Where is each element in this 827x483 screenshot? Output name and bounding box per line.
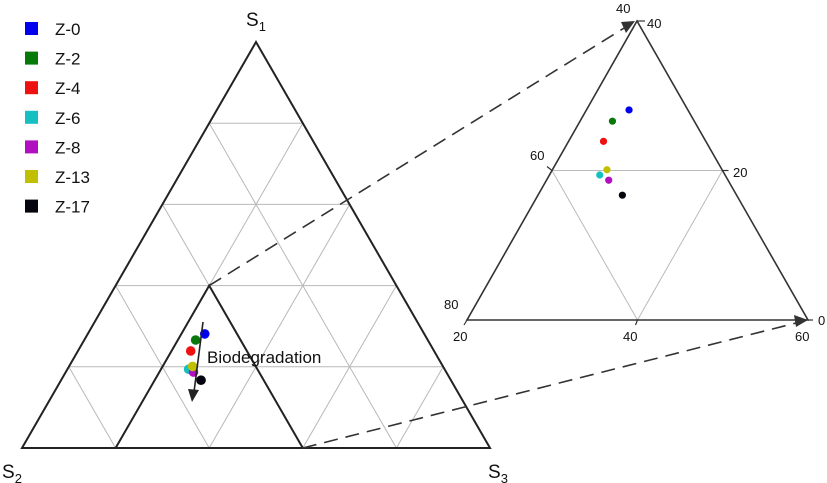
tick-apex-right: 40 [647, 16, 661, 31]
tick-bottom-mid: 40 [623, 329, 637, 344]
tick-right-mid: 20 [733, 165, 747, 180]
vertex-label-s3: S3 [488, 462, 508, 483]
inset-grid-line [551, 170, 638, 321]
inset-outline [463, 19, 813, 326]
main-ternary-grid [68, 122, 444, 449]
connector-arrowhead-icon [621, 21, 635, 33]
inset-tick-mark [634, 319, 639, 326]
legend-swatch [25, 51, 38, 65]
tick-apex-top: 40 [616, 1, 630, 16]
data-point-z-2 [190, 335, 201, 345]
legend-swatch [25, 170, 38, 183]
inset-data-point-z-2 [608, 117, 617, 125]
legend-label: Z-13 [55, 168, 90, 187]
inset-data-point-z-0 [625, 106, 633, 114]
tick-left-mid: 60 [530, 148, 544, 163]
inset-data-point-z-13 [603, 166, 611, 174]
inset-data-point-z-4 [599, 137, 608, 145]
connector-apex [208, 24, 630, 287]
tick-left-corner-top: 80 [444, 297, 458, 312]
tick-right-corner-bottom: 60 [795, 329, 809, 344]
legend-swatch [25, 110, 38, 124]
zoom-connector-lines [208, 21, 808, 449]
inset-tick-labels: 40 40 60 20 80 20 40 0 60 [444, 1, 825, 344]
legend-label: Z-4 [55, 79, 81, 98]
grid-line-s3 [302, 285, 397, 449]
legend-label: Z-2 [55, 50, 81, 69]
connector-arrowhead-icon [794, 315, 808, 327]
connector-right [302, 321, 801, 449]
biodegradation-arrow [188, 321, 204, 402]
legend-swatch [25, 22, 38, 35]
data-point-z-17 [196, 375, 206, 385]
data-point-z-4 [185, 346, 196, 356]
vertex-label-s1: S1 [246, 10, 266, 34]
vertex-label-s2: S2 [2, 462, 22, 483]
data-point-z-13 [187, 361, 198, 372]
legend-label: Z-6 [55, 109, 81, 128]
inset-data-points [596, 106, 633, 199]
main-triangle [20, 39, 492, 449]
arrow-shaft [193, 321, 204, 393]
main-ternary-outline [20, 39, 492, 449]
legend-label: Z-8 [55, 138, 81, 157]
legend-swatch [25, 81, 38, 95]
legend-label: Z-0 [55, 20, 81, 39]
legend-swatch [25, 199, 38, 213]
grid-line-s3 [208, 204, 351, 449]
vertex-labels: S1 S2 S3 [2, 10, 508, 483]
inset-data-point-z-6 [596, 171, 604, 179]
inset-grid-line [637, 170, 723, 321]
inset-tick-mark [546, 166, 553, 171]
tick-left-corner-bottom: 20 [453, 329, 467, 344]
grid-line-s2 [68, 366, 117, 449]
inset-data-point-z-8 [605, 176, 613, 184]
inset-tick-mark [463, 319, 468, 326]
inset-grid [551, 170, 723, 321]
legend: Z-0Z-2Z-4Z-6Z-8Z-13Z-17 [25, 20, 90, 217]
annotation-biodegradation: Biodegradation [207, 348, 321, 367]
tick-right-corner-right: 0 [818, 313, 825, 328]
grid-line-s3 [395, 366, 444, 449]
inset-data-point-z-17 [618, 191, 626, 199]
legend-swatch [25, 140, 38, 154]
legend-label: Z-17 [55, 198, 90, 217]
arrow-head-icon [188, 389, 199, 402]
